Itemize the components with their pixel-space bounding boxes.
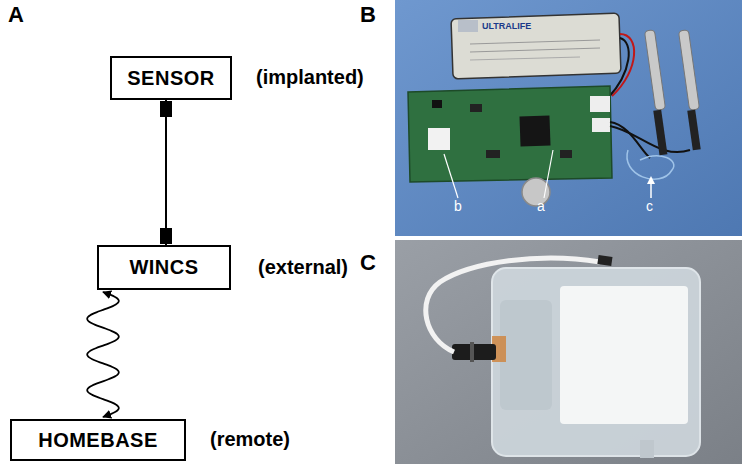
- process-box: HOMEBASE: [10, 419, 186, 461]
- connector-group: [87, 292, 119, 417]
- box-label: WINCS: [129, 256, 198, 279]
- device-photo: [395, 0, 742, 236]
- process-box: SENSOR: [110, 56, 232, 100]
- location-note: (external): [258, 256, 348, 279]
- box-label: HOMEBASE: [38, 429, 158, 452]
- location-note: (implanted): [256, 66, 364, 89]
- callout-letter: a: [537, 198, 545, 214]
- callout-letter: b: [454, 198, 462, 214]
- brand-text: ULTRALIFE: [482, 21, 531, 31]
- panel-letter: A: [8, 2, 24, 28]
- box-label: SENSOR: [127, 67, 214, 90]
- panel-letter: B: [360, 2, 376, 28]
- panel-letter: C: [360, 250, 376, 276]
- wired-link: [165, 100, 167, 245]
- connector-plug: [160, 228, 172, 244]
- housing-photo: [395, 240, 742, 464]
- connector-group: [160, 100, 172, 245]
- process-box: WINCS: [97, 245, 231, 290]
- wireless-link: [87, 292, 119, 417]
- connector-plug: [160, 101, 172, 117]
- callout-letter: c: [646, 198, 653, 214]
- location-note: (remote): [210, 428, 290, 451]
